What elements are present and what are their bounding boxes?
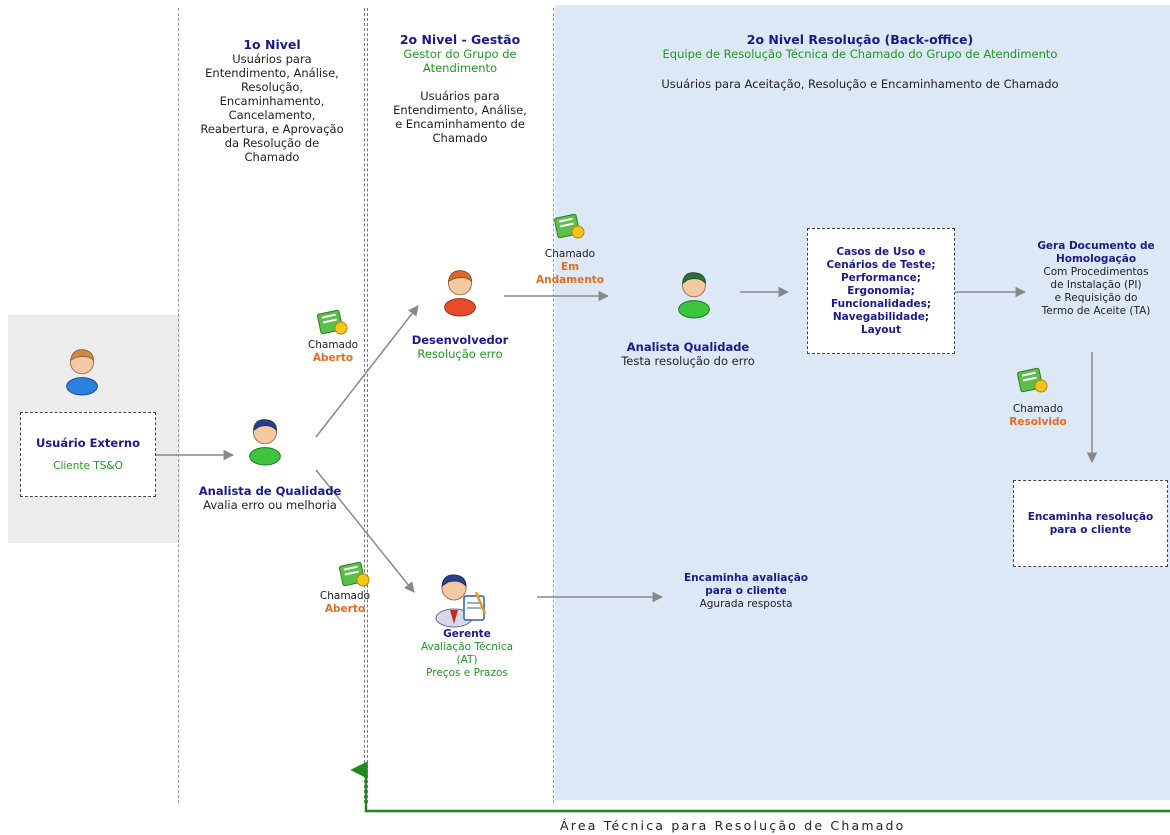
desc-line: Encaminhamento, <box>219 94 325 108</box>
test-case-line: Cenários de Teste; <box>826 258 936 271</box>
ticket-label: Chamado <box>544 248 596 260</box>
forward-evaluation-title: para o cliente <box>705 585 787 597</box>
ticket-status: Em <box>560 261 580 273</box>
ticket-icon <box>317 309 348 335</box>
desc-line: Resolução, <box>240 80 304 94</box>
ticket-open-1: Chamado Aberto <box>296 339 370 365</box>
ticket-resolved: Chamado Resolvido <box>995 403 1081 429</box>
level2-backoffice-desc: Usuários para Aceitação, Resolução e Enc… <box>661 77 1059 91</box>
level2-gestao-title: 2o Nivel - Gestão <box>399 32 521 47</box>
level1-title: 1o Nivel <box>243 37 301 52</box>
external-user-title: Usuário Externo <box>36 436 140 450</box>
homolog-title: Gera Documento de <box>1037 240 1155 252</box>
test-case-line: Performance; <box>840 271 921 284</box>
ticket-icon <box>339 561 370 587</box>
analyst-quality-2-title: Analista Qualidade <box>626 340 750 354</box>
forward-resolution-line: para o cliente <box>1049 523 1132 536</box>
analyst-quality-title: Analista de Qualidade <box>198 484 342 498</box>
arrow-analyst-to-developer <box>315 305 419 438</box>
lane-divider <box>178 8 179 803</box>
desc-line: Chamado <box>432 131 488 145</box>
ticket-label: Chamado <box>319 590 371 602</box>
external-user-box: Usuário Externo Cliente TS&O <box>20 412 156 497</box>
desc-line: Usuários para <box>420 89 500 103</box>
homolog-desc: Com Procedimentos <box>1043 266 1149 278</box>
forward-evaluation-title: Encaminha avaliação <box>683 572 808 584</box>
backoffice-region <box>555 5 1170 800</box>
analyst-quality-label: Analista de Qualidade Avalia erro ou mel… <box>183 484 357 512</box>
homolog-desc: e Requisição do <box>1054 292 1138 304</box>
desc-line: Usuários para <box>232 52 312 66</box>
homolog-desc: Termo de Aceite (TA) <box>1041 305 1151 317</box>
homolog-title: Homologação <box>1055 253 1137 265</box>
manager-icon <box>435 574 487 628</box>
ticket-status: Resolvido <box>1009 416 1067 428</box>
analyst-quality-desc: Avalia erro ou melhoria <box>203 498 337 512</box>
test-case-line: Ergonomia; <box>847 284 915 297</box>
level1-header: 1o Nivel Usuários para Entendimento, Aná… <box>180 37 364 164</box>
level2-backoffice-subtitle: Equipe de Resolução Técnica de Chamado d… <box>662 47 1058 61</box>
developer-icon <box>444 270 476 317</box>
desc-line: da Resolução de <box>224 136 320 150</box>
level2-gestao-header: 2o Nivel - Gestão Gestor do Grupo de Ate… <box>368 32 552 145</box>
test-case-line: Casos de Uso e <box>836 245 926 258</box>
external-user-icon <box>66 349 98 396</box>
subtitle-line: Atendimento <box>422 61 498 75</box>
manager-desc: Avaliação Técnica <box>420 641 514 653</box>
level1-desc: Usuários para Entendimento, Análise, Res… <box>180 52 364 164</box>
analyst-quality-2-label: Analista Qualidade Testa resolução do er… <box>606 340 770 368</box>
external-user-subtitle: Cliente TS&O <box>53 460 123 472</box>
ticket-open-2: Chamado Aberto <box>308 590 382 616</box>
desc-line: Cancelamento, <box>228 108 316 122</box>
developer-desc: Resolução erro <box>417 347 503 361</box>
test-cases-box: Casos de Uso e Cenários de Teste; Perfor… <box>807 228 955 354</box>
test-case-line: Funcionalidades; <box>830 297 932 310</box>
level2-backoffice-header: 2o Nivel Resolução (Back-office) Equipe … <box>590 32 1130 91</box>
manager-desc: (AT) <box>456 654 478 666</box>
homolog-label: Gera Documento de Homologação Com Proced… <box>1022 240 1170 318</box>
ticket-icon <box>554 213 585 239</box>
ticket-in-progress: Chamado Em Andamento <box>525 248 615 287</box>
manager-desc: Preços e Prazos <box>426 667 508 679</box>
lane-divider <box>364 8 365 803</box>
manager-label: Gerente Avaliação Técnica (AT) Preços e … <box>402 628 532 680</box>
ticket-label: Chamado <box>307 339 359 351</box>
forward-resolution-line: Encaminha resolução <box>1027 510 1154 523</box>
footer-label: Área Técnica para Resolução de Chamado <box>560 818 906 833</box>
arrow-analyst-to-manager <box>315 469 415 593</box>
test-case-line: Layout <box>860 323 901 336</box>
level2-gestao-desc: Usuários para Entendimento, Análise, e E… <box>368 89 552 145</box>
analyst-quality-icon <box>249 419 281 466</box>
ticket-status: Aberto <box>324 603 366 615</box>
analyst-quality-2-icon <box>678 272 710 319</box>
desc-line: e Encaminhamento de <box>395 117 525 131</box>
ticket-label: Chamado <box>1012 403 1064 415</box>
ticket-icon <box>1017 367 1048 393</box>
forward-resolution-box: Encaminha resolução para o cliente <box>1013 480 1168 567</box>
ticket-status: Andamento <box>536 274 604 286</box>
level2-backoffice-title: 2o Nivel Resolução (Back-office) <box>746 32 974 47</box>
desc-line: Entendimento, Análise, <box>205 66 339 80</box>
developer-title: Desenvolvedor <box>411 333 509 347</box>
test-case-line: Navegabilidade; <box>832 310 930 323</box>
manager-title: Gerente <box>443 628 491 640</box>
feedback-arrow <box>350 761 1170 813</box>
level2-gestao-subtitle: Gestor do Grupo de Atendimento <box>368 47 552 75</box>
lane-divider <box>553 8 554 803</box>
forward-evaluation-desc: Agurada resposta <box>699 598 793 610</box>
homolog-desc: de Instalação (PI) <box>1050 279 1142 291</box>
desc-line: Entendimento, Análise, <box>393 103 527 117</box>
analyst-quality-2-desc: Testa resolução do erro <box>621 354 755 368</box>
developer-label: Desenvolvedor Resolução erro <box>398 333 522 361</box>
ticket-status: Aberto <box>312 352 354 364</box>
subtitle-line: Gestor do Grupo de <box>403 47 517 61</box>
forward-evaluation-label: Encaminha avaliação para o cliente Agura… <box>664 572 828 611</box>
desc-line: Reabertura, e Aprovação <box>200 122 344 136</box>
desc-line: Chamado <box>244 150 300 164</box>
lane-divider <box>367 8 368 803</box>
